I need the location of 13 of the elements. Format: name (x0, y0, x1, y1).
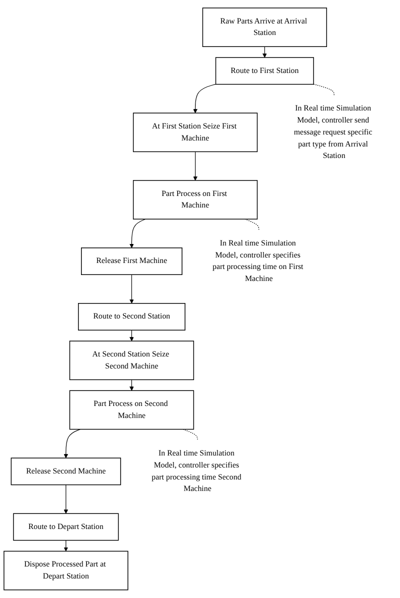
connector (244, 218, 260, 230)
arrow (64, 429, 81, 458)
arrow (193, 151, 198, 181)
arrow (130, 274, 134, 304)
arrow (64, 484, 68, 514)
arrow (193, 84, 216, 114)
arrow (64, 540, 68, 552)
connector (182, 429, 198, 441)
arrow (130, 218, 146, 248)
arrow (130, 380, 134, 391)
arrow (262, 46, 267, 58)
arrow (130, 330, 134, 342)
connector (313, 84, 334, 96)
